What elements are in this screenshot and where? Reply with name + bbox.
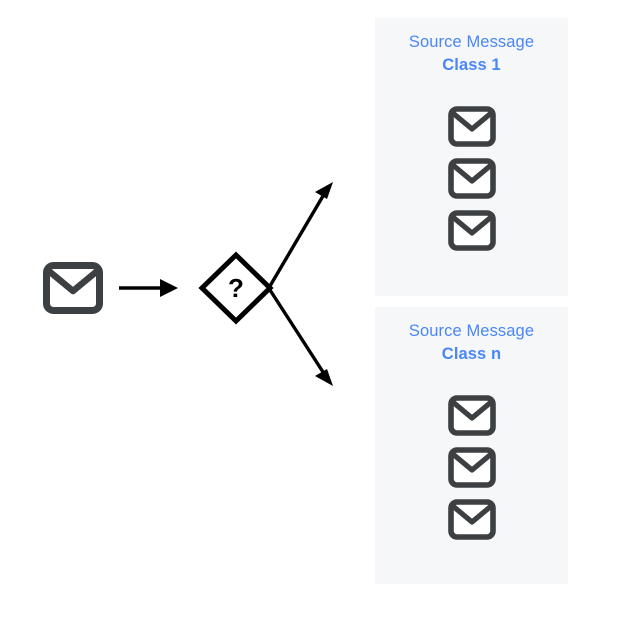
envelope-icon (43, 262, 103, 314)
panel-heading-class-n: Source Message Class n (375, 323, 568, 362)
message-envelope-item (447, 106, 496, 147)
message-envelope-item (447, 158, 496, 199)
diamond-decision-icon: ? (198, 251, 274, 325)
envelope-icon (447, 395, 496, 436)
panel-heading-line-2: Class n (441, 344, 502, 363)
message-stack-class-n (375, 395, 568, 540)
envelope-icon (447, 447, 496, 488)
message-stack-class-1 (375, 106, 568, 251)
envelope-icon (447, 210, 496, 251)
arrow-down-right-icon (268, 289, 333, 386)
envelope-icon (447, 106, 496, 147)
arrow-right-icon (119, 279, 178, 297)
panel-heading-line-1: Source Message (408, 322, 535, 340)
panel-heading-class-1: Source Message Class 1 (375, 34, 568, 73)
message-envelope-item (447, 447, 496, 488)
message-envelope-item (447, 499, 496, 540)
envelope-icon (447, 499, 496, 540)
panel-class-1: Source Message Class 1 (375, 18, 568, 296)
panel-heading-line-2: Class 1 (442, 55, 501, 74)
arrow-up-right-icon (268, 182, 333, 287)
envelope-icon (447, 158, 496, 199)
message-envelope-item (447, 210, 496, 251)
message-envelope-item (447, 395, 496, 436)
panel-class-n: Source Message Class n (375, 307, 568, 584)
decision-symbol: ? (228, 273, 244, 303)
panel-heading-line-1: Source Message (408, 33, 535, 51)
